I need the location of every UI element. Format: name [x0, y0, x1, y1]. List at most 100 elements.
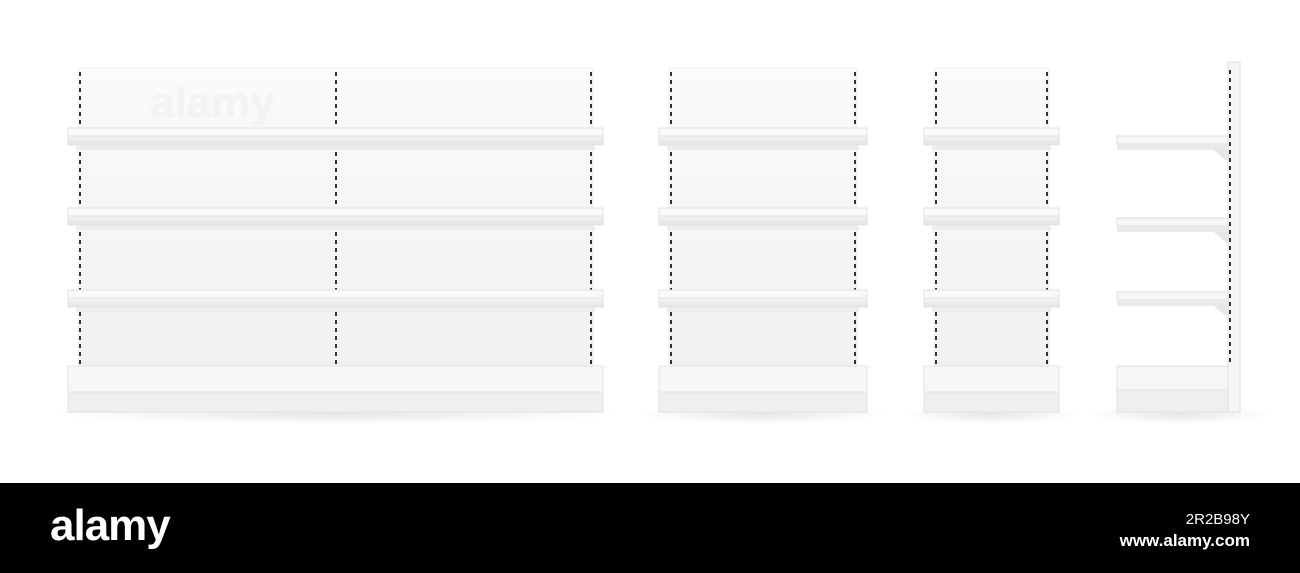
side-view-bay-perforations	[1229, 246, 1231, 250]
narrow-bay-left-upright	[935, 88, 937, 92]
wide-double-bay-center-upright	[335, 152, 337, 156]
narrow-bay-right-upright	[1046, 152, 1048, 156]
single-bay-right-upright	[854, 160, 856, 164]
narrow-bay-right-upright	[1046, 104, 1048, 108]
wide-double-bay-left-upright	[79, 272, 81, 276]
wide-double-bay-left-upright	[79, 96, 81, 100]
narrow-bay-right-upright	[1046, 72, 1048, 76]
narrow-bay-left-upright	[935, 152, 937, 156]
narrow-bay-right-upright	[1046, 352, 1048, 356]
side-view-bay-base-plinth	[1116, 389, 1229, 413]
side-view-bay-perforations	[1229, 310, 1231, 314]
shelving-illustration	[48, 61, 1270, 424]
single-bay-right-upright	[854, 240, 856, 244]
single-bay-right-upright	[854, 72, 856, 76]
single-bay-right-upright	[854, 280, 856, 284]
single-bay-shelf-1-underside	[667, 145, 859, 150]
single-bay-left-upright	[670, 352, 672, 356]
single-bay-right-upright	[854, 360, 856, 364]
wide-double-bay-center-upright	[335, 96, 337, 100]
single-bay-right-upright	[854, 112, 856, 116]
narrow-bay-right-upright	[1046, 320, 1048, 324]
single-bay-right-upright	[854, 272, 856, 276]
narrow-bay-left-upright	[935, 192, 937, 196]
side-view-bay-perforations	[1229, 102, 1231, 106]
side-view-bay-bracket-3	[1214, 306, 1228, 318]
side-view-bay-shelf-1-lip	[1117, 144, 1228, 150]
wide-double-bay-center-upright	[335, 344, 337, 348]
narrow-bay-shelf-2-lip	[923, 215, 1060, 226]
narrow-bay-left-upright	[935, 176, 937, 180]
side-view-bay-perforations	[1229, 190, 1231, 194]
single-bay-left-upright	[670, 328, 672, 332]
wide-double-bay-shelf-3	[67, 289, 604, 299]
wide-double-bay-left-upright	[79, 336, 81, 340]
wide-double-bay-center-upright	[335, 352, 337, 356]
wide-double-bay-right-upright	[590, 152, 592, 156]
single-bay-right-upright	[854, 152, 856, 156]
side-view-bay-perforations	[1229, 206, 1231, 210]
single-bay-shelf-2-lip	[658, 215, 868, 226]
footer-url: www.alamy.com	[1119, 531, 1250, 550]
wide-double-bay-center-upright	[335, 312, 337, 316]
narrow-bay-left-upright	[935, 96, 937, 100]
single-bay-shelf-3	[658, 289, 868, 299]
narrow-bay-right-upright	[1046, 232, 1048, 236]
single-bay-left-upright	[670, 280, 672, 284]
single-bay-right-upright	[854, 200, 856, 204]
wide-double-bay-right-upright	[590, 112, 592, 116]
single-bay-right-upright	[854, 104, 856, 108]
narrow-bay-left-upright	[935, 336, 937, 340]
side-view-bay-shelf-2-lip	[1117, 226, 1228, 232]
single-bay-shelf-1	[658, 127, 868, 137]
narrow-bay-right-upright	[1046, 328, 1048, 332]
narrow-bay-right-upright	[1046, 200, 1048, 204]
side-view-bay-perforations	[1229, 286, 1231, 290]
wide-double-bay-right-upright	[590, 344, 592, 348]
side-view-bay-perforations	[1229, 150, 1231, 154]
wide-double-bay-center-upright	[335, 232, 337, 236]
side-view-bay-perforations	[1229, 358, 1231, 362]
wide-double-bay-center-upright	[335, 160, 337, 164]
single-bay-left-upright	[670, 104, 672, 108]
narrow-bay-base-top	[923, 365, 1060, 393]
wide-double-bay-left-upright	[79, 104, 81, 108]
wide-double-bay-left-upright	[79, 280, 81, 284]
wide-double-bay-left-upright	[79, 168, 81, 172]
narrow-bay-right-upright	[1046, 160, 1048, 164]
single-bay-right-upright	[854, 344, 856, 348]
narrow-bay-shelf-1-underside	[932, 145, 1051, 150]
narrow-bay-shelf-1	[923, 127, 1060, 137]
wide-double-bay-right-upright	[590, 312, 592, 316]
narrow-bay-left-upright	[935, 240, 937, 244]
narrow-bay-shelf-3-underside	[932, 307, 1051, 312]
narrow-bay-right-upright	[1046, 360, 1048, 364]
narrow-bay-left-upright	[935, 232, 937, 236]
wide-double-bay-left-upright	[79, 248, 81, 252]
single-bay-left-upright	[670, 112, 672, 116]
wide-double-bay-right-upright	[590, 272, 592, 276]
narrow-bay-shelf-2	[923, 207, 1060, 217]
wide-double-bay-right-upright	[590, 168, 592, 172]
wide-double-bay-left-upright	[79, 344, 81, 348]
wide-double-bay-right-upright	[590, 336, 592, 340]
narrow-bay-left-upright	[935, 184, 937, 188]
side-view-bay-base-top	[1116, 365, 1229, 391]
single-bay-shelf-2-underside	[667, 225, 859, 230]
narrow-bay-right-upright	[1046, 264, 1048, 268]
narrow-bay-right-upright	[1046, 168, 1048, 172]
single-bay-right-upright	[854, 312, 856, 316]
narrow-bay-left-upright	[935, 168, 937, 172]
wide-double-bay-shelf-3-underside	[76, 307, 595, 312]
wide-double-bay-shelf-1-underside	[76, 145, 595, 150]
wide-double-bay-right-upright	[590, 88, 592, 92]
side-view-bay-perforations	[1229, 182, 1231, 186]
narrow-bay-right-upright	[1046, 280, 1048, 284]
wide-double-bay-shelf-1	[67, 127, 604, 137]
side-view-bay-perforations	[1229, 302, 1231, 306]
wide-double-bay-center-upright	[335, 104, 337, 108]
wide-double-bay-right-upright	[590, 104, 592, 108]
side-view-bay-perforations	[1229, 198, 1231, 202]
side-view-bay-perforations	[1229, 342, 1231, 346]
single-bay-left-upright	[670, 120, 672, 124]
